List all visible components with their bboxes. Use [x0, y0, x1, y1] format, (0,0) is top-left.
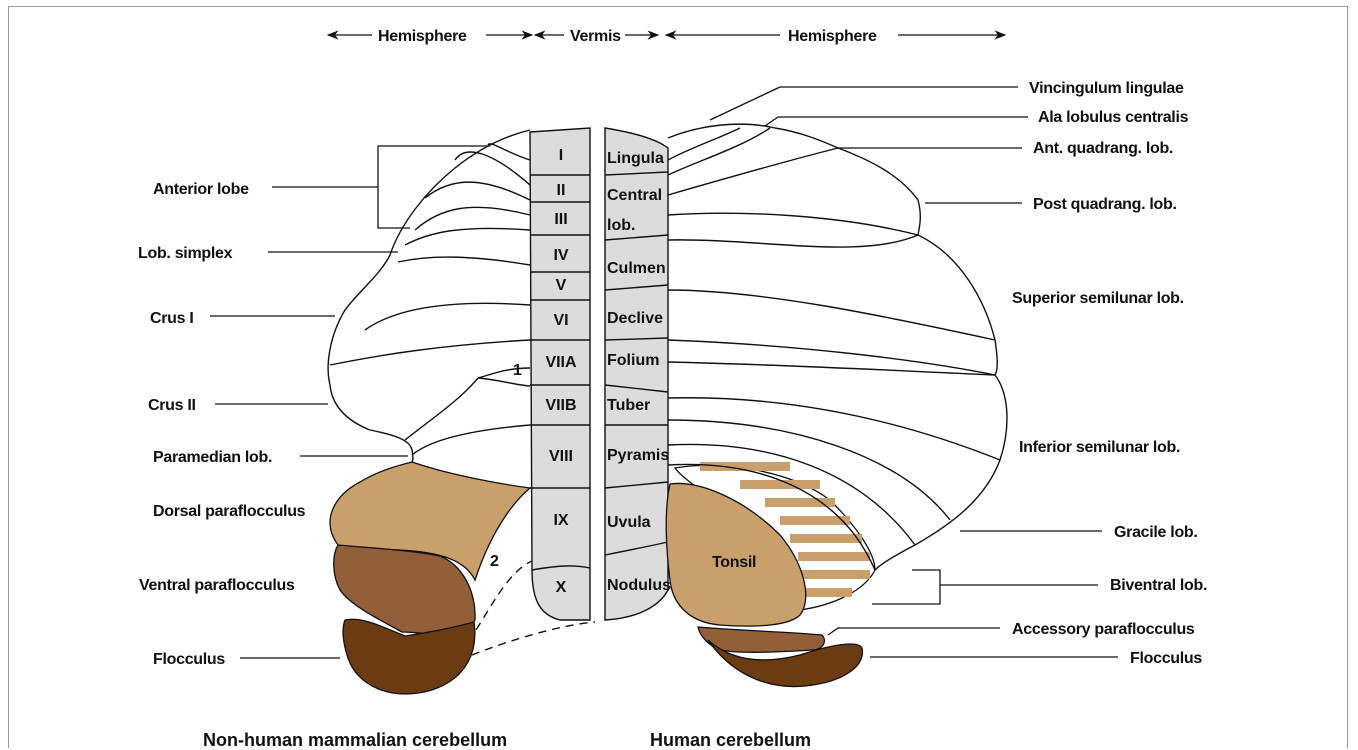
- lobule-VIII: VIII: [549, 448, 573, 465]
- label-gracile: Gracile lob.: [1114, 524, 1198, 541]
- header-left-hemisphere: Hemisphere: [378, 28, 467, 45]
- figure-frame: [8, 6, 1348, 748]
- label-crus-i: Crus I: [150, 310, 194, 327]
- label-post-quadrang: Post quadrang. lob.: [1033, 196, 1177, 213]
- label-flocculus-left: Flocculus: [153, 651, 225, 668]
- lobule-IX: IX: [553, 512, 568, 529]
- lobule-VI: VI: [553, 312, 568, 329]
- label-flocculus-right: Flocculus: [1130, 650, 1202, 667]
- vermis-uvula: Uvula: [607, 514, 651, 531]
- flocculus-region-left: [342, 618, 476, 695]
- flocculus-region-right: [707, 639, 864, 688]
- vermis-central-2: lob.: [607, 217, 635, 234]
- label-crus-ii: Crus II: [148, 397, 196, 414]
- right-labels: Vincingulum lingulae Ala lobulus central…: [709, 80, 1207, 667]
- nonhuman-cerebellum: 1 2: [327, 129, 596, 695]
- label-ala: Ala lobulus centralis: [1038, 109, 1189, 126]
- left-vermis-strip: I II III IV V VI VIIA VIIB VIII IX X: [529, 127, 591, 621]
- tonsil-region: [665, 482, 807, 627]
- vermis-lingula: Lingula: [607, 150, 664, 167]
- lobule-X: X: [556, 579, 567, 596]
- label-ant-quadrang: Ant. quadrang. lob.: [1033, 140, 1173, 157]
- stripes: [700, 462, 870, 597]
- vermis-tuber: Tuber: [607, 397, 650, 414]
- label-accessory-paraflocculus: Accessory paraflocculus: [1012, 621, 1195, 638]
- lobule-VIIB: VIIB: [545, 397, 576, 414]
- title-right: Human cerebellum: [650, 730, 811, 750]
- label-dorsal-paraflocculus: Dorsal paraflocculus: [153, 503, 306, 520]
- label-superior-semilunar: Superior semilunar lob.: [1012, 290, 1184, 307]
- header-vermis: Vermis: [570, 28, 621, 45]
- label-paramedian: Paramedian lob.: [153, 449, 272, 466]
- marker-one: 1: [513, 362, 522, 379]
- label-lob-simplex: Lob. simplex: [138, 245, 233, 262]
- vermis-culmen: Culmen: [607, 260, 666, 277]
- dorsal-paraflocculus-region: [329, 461, 532, 582]
- right-hemisphere-outline: [667, 123, 1008, 571]
- left-labels: Anterior lobe Lob. simplex Crus I Crus I…: [138, 145, 490, 668]
- left-hemisphere-outline: [327, 129, 531, 463]
- vermis-nodulus: Nodulus: [607, 577, 671, 594]
- header-right-hemisphere: Hemisphere: [788, 28, 877, 45]
- vermis-folium: Folium: [607, 352, 659, 369]
- marker-two: 2: [490, 553, 499, 570]
- label-inferior-semilunar: Inferior semilunar lob.: [1019, 439, 1180, 456]
- tonsil-label: Tonsil: [712, 554, 756, 571]
- lobule-II: II: [557, 182, 566, 199]
- lobule-IV: IV: [553, 247, 568, 264]
- label-ventral-paraflocculus: Ventral paraflocculus: [139, 577, 295, 594]
- right-vermis-strip: Lingula Central lob. Culmen Declive Foli…: [604, 127, 671, 621]
- label-vincingulum: Vincingulum lingulae: [1029, 80, 1184, 97]
- label-anterior-lobe: Anterior lobe: [153, 181, 249, 198]
- lobule-VIIA: VIIA: [545, 354, 577, 371]
- lobule-III: III: [554, 211, 567, 228]
- vermis-pyramis: Pyramis: [607, 447, 669, 464]
- label-biventral: Biventral lob.: [1110, 577, 1207, 594]
- lobule-I: I: [559, 147, 563, 164]
- lobule-V: V: [556, 277, 567, 294]
- human-cerebellum: Tonsil: [665, 123, 1008, 688]
- title-left: Non-human mammalian cerebellum: [203, 730, 507, 750]
- header-arrows: Hemisphere Vermis Hemisphere: [326, 28, 1007, 45]
- vermis-central-1: Central: [607, 187, 662, 204]
- vermis-declive: Declive: [607, 310, 663, 327]
